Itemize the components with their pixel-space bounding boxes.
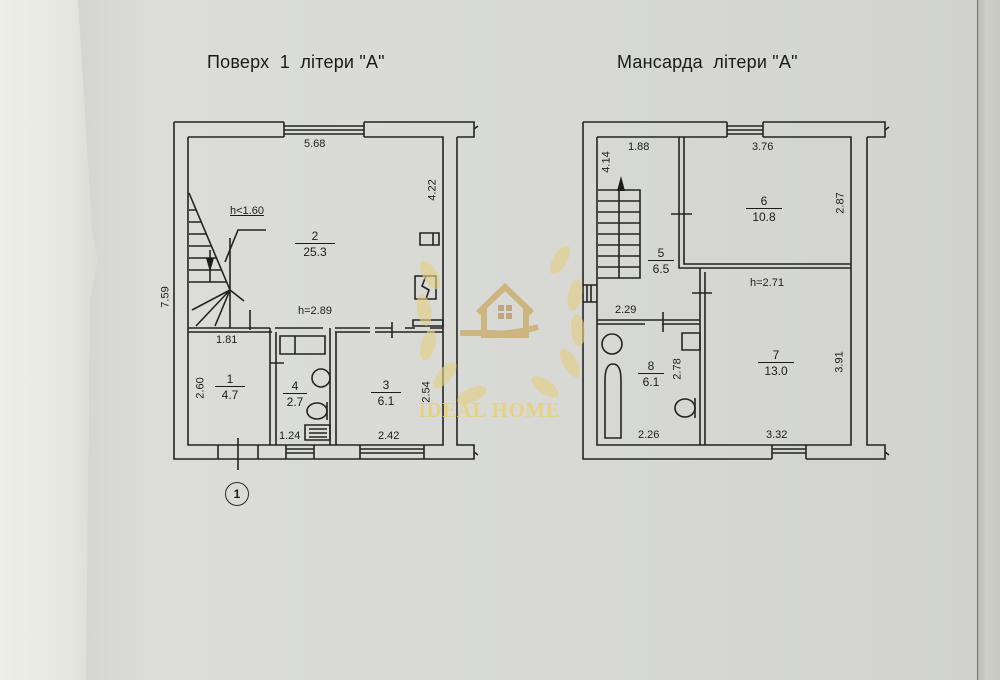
mansard-title: Мансарда літери "А" bbox=[617, 52, 798, 72]
house-in-hand-laurel-icon bbox=[416, 245, 586, 405]
dimension-label: 2.26 bbox=[638, 429, 660, 441]
dimension-label: 2.29 bbox=[615, 304, 637, 316]
floor-1-walls bbox=[173, 121, 479, 470]
dimension-label: 2.78 bbox=[671, 358, 684, 380]
dimension-label: 1.81 bbox=[216, 334, 238, 346]
overall-depth-label: 7.59 bbox=[159, 286, 172, 308]
dimension-label: 4.14 bbox=[600, 151, 613, 173]
dimension-label: 3.91 bbox=[833, 351, 846, 373]
watermark-text: IDEAL HOME bbox=[418, 398, 561, 422]
dimension-label: 1.24 bbox=[279, 430, 301, 442]
dimension-label: 1.88 bbox=[628, 141, 650, 153]
stair-height-note: h<1.60 bbox=[230, 205, 264, 217]
ceiling-height-label: h=2.89 bbox=[298, 305, 332, 317]
dimension-label: 3.76 bbox=[752, 141, 774, 153]
axis-marker: 1 bbox=[225, 482, 249, 506]
dimension-label: 2.60 bbox=[194, 377, 207, 399]
floor-1-title: Поверх 1 літери "А" bbox=[207, 52, 385, 72]
dimension-label: 2.87 bbox=[834, 192, 847, 214]
stair-arrow-icon bbox=[617, 176, 625, 191]
stair-arrow-icon bbox=[206, 258, 214, 272]
ceiling-height-label: h=2.71 bbox=[750, 277, 784, 289]
dimension-label: 5.68 bbox=[304, 138, 326, 150]
mansard-walls bbox=[582, 121, 890, 460]
paper-underlay bbox=[0, 0, 98, 680]
paper-sheet bbox=[78, 0, 978, 680]
paper-edge bbox=[977, 0, 1000, 680]
dimension-label: 3.32 bbox=[766, 429, 788, 441]
dimension-label: 4.22 bbox=[426, 179, 439, 201]
dimension-label: 2.42 bbox=[378, 430, 400, 442]
